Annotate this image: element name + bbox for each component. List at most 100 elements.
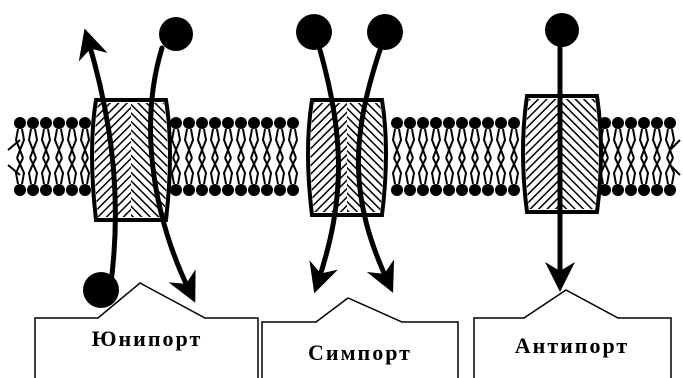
lipid-head-bottom [469,184,481,196]
lipid-tail-top [640,129,648,158]
lipid-tail-bottom [627,158,635,184]
lipid-head-top [391,117,403,129]
lipid-tail-bottom [263,158,271,184]
lipid-head-top [651,117,663,129]
lipid-tail-top [68,129,76,158]
lipid-tail-top [471,129,479,158]
lipid-head-top [404,117,416,129]
lipid-head-bottom [417,184,429,196]
lipid-tail-top [185,129,193,158]
lipid-tail-top [289,129,297,158]
lipid-head-top [287,117,299,129]
lipid-head-bottom [53,184,65,196]
lipid-tail-bottom [81,158,89,184]
lipid-tail-bottom [172,158,180,184]
lipid-head-bottom [14,184,26,196]
lipid-head-bottom [443,184,455,196]
lipid-head-top [261,117,273,129]
lipid-tail-bottom [393,158,401,184]
lipid-head-top [443,117,455,129]
lipid-head-top [664,117,676,129]
lipid-head-bottom [456,184,468,196]
lipid-head-top [274,117,286,129]
symport-molecule-left [296,14,332,50]
lipid-head-bottom [638,184,650,196]
lipid-tail-bottom [653,158,661,184]
lipid-head-bottom [391,184,403,196]
lipid-head-bottom [66,184,78,196]
lipid-tail-bottom [432,158,440,184]
lipid-head-top [170,117,182,129]
lipid-tail-bottom [237,158,245,184]
lipid-head-bottom [404,184,416,196]
lipid-tail-bottom [16,158,24,184]
lipid-tail-bottom [445,158,453,184]
lipid-head-bottom [612,184,624,196]
lipid-tail-top [419,129,427,158]
lipid-tail-top [172,129,180,158]
lipid-tail-bottom [497,158,505,184]
lipid-tail-bottom [198,158,206,184]
lipid-tail-bottom [185,158,193,184]
lipid-head-top [79,117,91,129]
lipid-tail-bottom [29,158,37,184]
lipid-head-top [14,117,26,129]
lipid-tail-top [484,129,492,158]
lipid-tail-top [653,129,661,158]
lipid-tail-top [29,129,37,158]
lipid-head-top [40,117,52,129]
lipid-head-top [66,117,78,129]
lipid-head-bottom [222,184,234,196]
lipid-head-bottom [508,184,520,196]
lipid-tail-bottom [224,158,232,184]
lipid-tail-bottom [640,158,648,184]
lipid-head-top [508,117,520,129]
lipid-tail-bottom [510,158,518,184]
lipid-tail-top [198,129,206,158]
lipid-head-bottom [248,184,260,196]
lipid-head-bottom [40,184,52,196]
uniport-molecule-bottom [83,272,119,308]
lipid-tail-top [211,129,219,158]
lipid-head-bottom [261,184,273,196]
lipid-head-top [612,117,624,129]
symport-molecule-right [367,14,403,50]
lipid-tail-bottom [68,158,76,184]
lipid-tail-bottom [458,158,466,184]
lipid-head-bottom [170,184,182,196]
lipid-head-top [430,117,442,129]
lipid-tail-bottom [250,158,258,184]
lipid-head-top [222,117,234,129]
lipid-head-top [27,117,39,129]
lipid-tail-top [224,129,232,158]
uniport-label: Юнипорт [92,326,203,351]
lipid-head-top [469,117,481,129]
lipid-tail-top [458,129,466,158]
lipid-tail-bottom [211,158,219,184]
symport-callout: Симпорт [262,298,458,378]
lipid-head-bottom [430,184,442,196]
lipid-head-top [235,117,247,129]
lipid-tail-bottom [471,158,479,184]
symport-protein [308,100,386,215]
lipid-head-top [248,117,260,129]
lipid-head-bottom [27,184,39,196]
lipid-head-top [183,117,195,129]
lipid-tail-top [445,129,453,158]
lipid-head-bottom [651,184,663,196]
lipid-head-top [196,117,208,129]
lipid-tail-top [666,129,674,158]
lipid-tail-bottom [614,158,622,184]
lipid-head-bottom [235,184,247,196]
lipid-head-bottom [625,184,637,196]
lipid-head-top [417,117,429,129]
lipid-head-top [209,117,221,129]
lipid-head-bottom [196,184,208,196]
lipid-tail-top [81,129,89,158]
lipid-tail-top [627,129,635,158]
lipid-tail-top [497,129,505,158]
lipid-head-top [456,117,468,129]
lipid-head-top [625,117,637,129]
lipid-head-bottom [274,184,286,196]
